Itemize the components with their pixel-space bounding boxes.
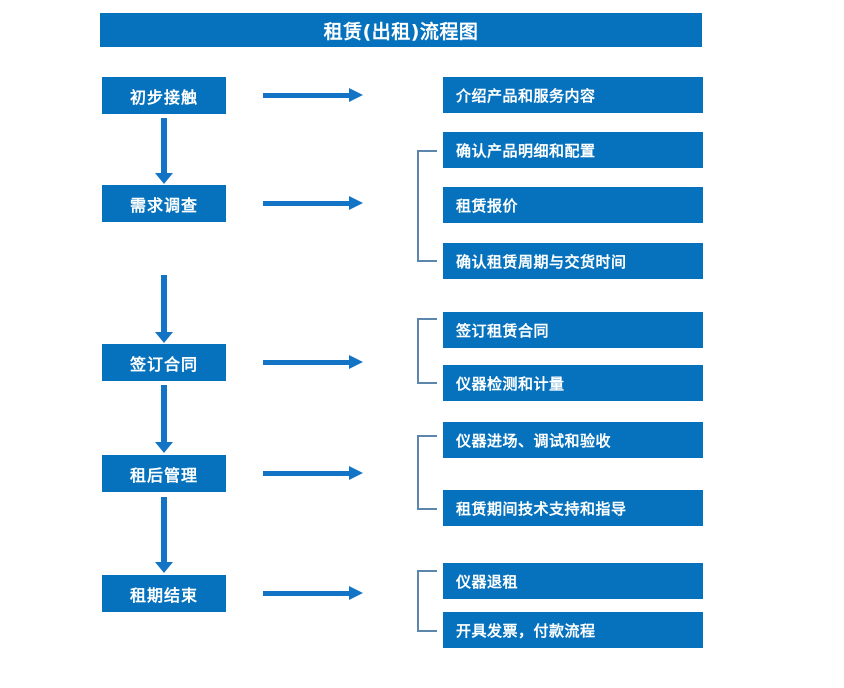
arrow-shaft (161, 497, 167, 562)
arrow-shaft (263, 471, 351, 476)
horizontal-arrow-3 (263, 355, 363, 369)
vertical-arrow-2-to-3 (155, 275, 173, 343)
detail-box-4[interactable]: 确认租赁周期与交货时间 (443, 243, 703, 279)
stage-box-3[interactable]: 签订合同 (102, 344, 226, 381)
arrow-head-icon (349, 355, 363, 369)
horizontal-arrow-5 (263, 586, 363, 600)
arrow-head-icon (155, 332, 173, 343)
arrow-shaft (161, 385, 167, 442)
stage-box-2[interactable]: 需求调查 (102, 185, 226, 222)
detail-box-3[interactable]: 租赁报价 (443, 187, 703, 223)
horizontal-arrow-1 (263, 88, 363, 102)
detail-box-1[interactable]: 介绍产品和服务内容 (443, 77, 703, 113)
horizontal-arrow-2 (263, 196, 363, 210)
arrow-shaft (263, 201, 351, 206)
detail-box-10[interactable]: 开具发票，付款流程 (443, 612, 703, 648)
detail-box-7[interactable]: 仪器进场、调试和验收 (443, 422, 703, 458)
arrow-head-icon (155, 442, 173, 453)
arrow-shaft (263, 591, 351, 596)
arrow-head-icon (349, 196, 363, 210)
arrow-shaft (263, 360, 351, 365)
arrow-head-icon (349, 466, 363, 480)
vertical-arrow-1-to-2 (155, 118, 173, 184)
horizontal-arrow-4 (263, 466, 363, 480)
arrow-head-icon (349, 88, 363, 102)
bracket-group-4 (417, 435, 437, 510)
bracket-group-3 (417, 318, 437, 384)
bracket-group-2 (417, 150, 437, 262)
arrow-head-icon (155, 173, 173, 184)
arrow-head-icon (349, 586, 363, 600)
detail-box-5[interactable]: 签订租赁合同 (443, 312, 703, 348)
detail-box-9[interactable]: 仪器退租 (443, 563, 703, 599)
arrow-shaft (161, 275, 167, 332)
arrow-head-icon (155, 562, 173, 573)
detail-box-2[interactable]: 确认产品明细和配置 (443, 132, 703, 168)
arrow-shaft (161, 118, 167, 173)
page-title: 租赁(出租)流程图 (100, 13, 702, 47)
detail-box-8[interactable]: 租赁期间技术支持和指导 (443, 490, 703, 526)
vertical-arrow-3-to-4 (155, 385, 173, 453)
stage-box-1[interactable]: 初步接触 (102, 77, 226, 114)
stage-box-5[interactable]: 租期结束 (102, 575, 226, 612)
stage-box-4[interactable]: 租后管理 (102, 455, 226, 492)
detail-box-6[interactable]: 仪器检测和计量 (443, 365, 703, 401)
bracket-group-5 (417, 570, 437, 632)
vertical-arrow-4-to-5 (155, 497, 173, 573)
arrow-shaft (263, 93, 351, 98)
